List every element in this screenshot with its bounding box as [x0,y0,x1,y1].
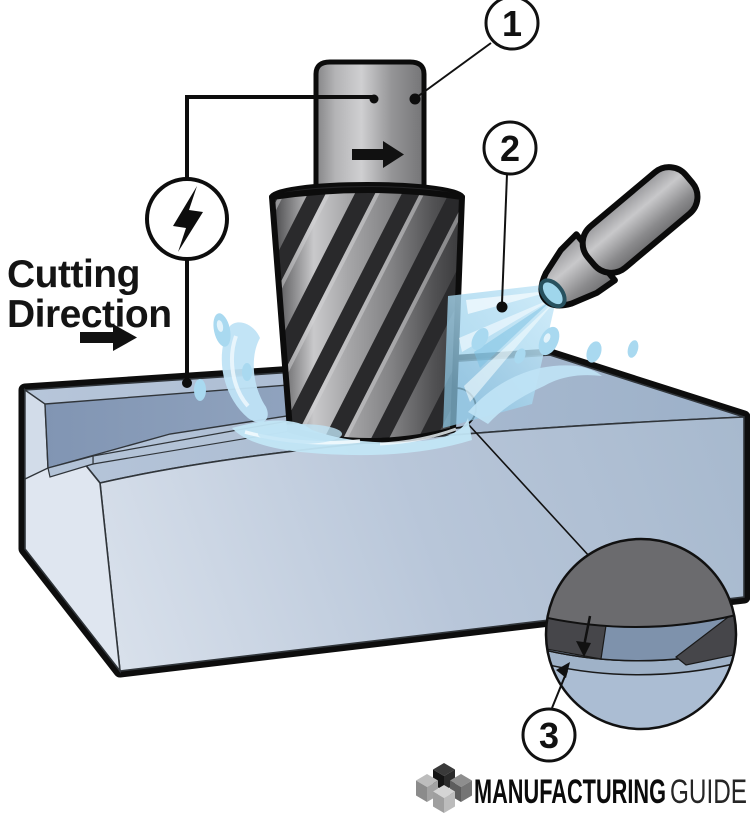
cutting-direction-line2: Direction [7,293,172,336]
slot-floor-exit [47,455,94,478]
cutting-direction-arrow-icon [80,324,137,351]
logo-text-light: GUIDE [670,773,747,811]
brand-logo: MANUFACTURING GUIDE [416,763,747,813]
callout-1-number: 1 [502,3,522,44]
callout-2-number: 2 [500,128,520,169]
detail-tooth-right [675,600,736,666]
callout-2-badge [482,120,538,176]
detail-depth-arrow-icon [576,615,592,657]
milling-cutter [269,59,465,444]
cutting-direction-label: Cutting Direction [7,253,172,351]
callout-2: 2 [482,120,538,313]
callout-1: 1 [409,0,540,105]
callout-3-number: 3 [539,715,559,756]
logo-text-bold: MANUFACTURING [474,773,666,811]
callout-1-dot [409,93,421,105]
nozzle-opening [538,278,567,309]
callout-1-badge [484,0,540,51]
callout-2-dot [496,301,508,313]
spindle-power-symbol [145,94,379,388]
detail-circle [544,537,738,731]
coolant-splash [194,313,639,456]
wire-dot-shank [369,94,379,104]
callout-3-arrowhead [556,662,570,678]
wire-dot-workpiece [182,378,192,388]
tool-feed-arrow-icon [352,141,404,168]
cutter-shank [313,59,427,203]
cubes-icon [416,763,472,813]
detail-connector-line [467,423,602,570]
droplet-highlights [216,320,551,343]
callout-3-badge [521,707,577,763]
coolant-nozzle [538,164,701,309]
callout-3: 3 [521,662,577,763]
power-wire-top [185,95,374,179]
cutting-direction-line1: Cutting [7,253,140,296]
cutter-body [269,187,465,444]
lightning-icon [173,186,203,252]
